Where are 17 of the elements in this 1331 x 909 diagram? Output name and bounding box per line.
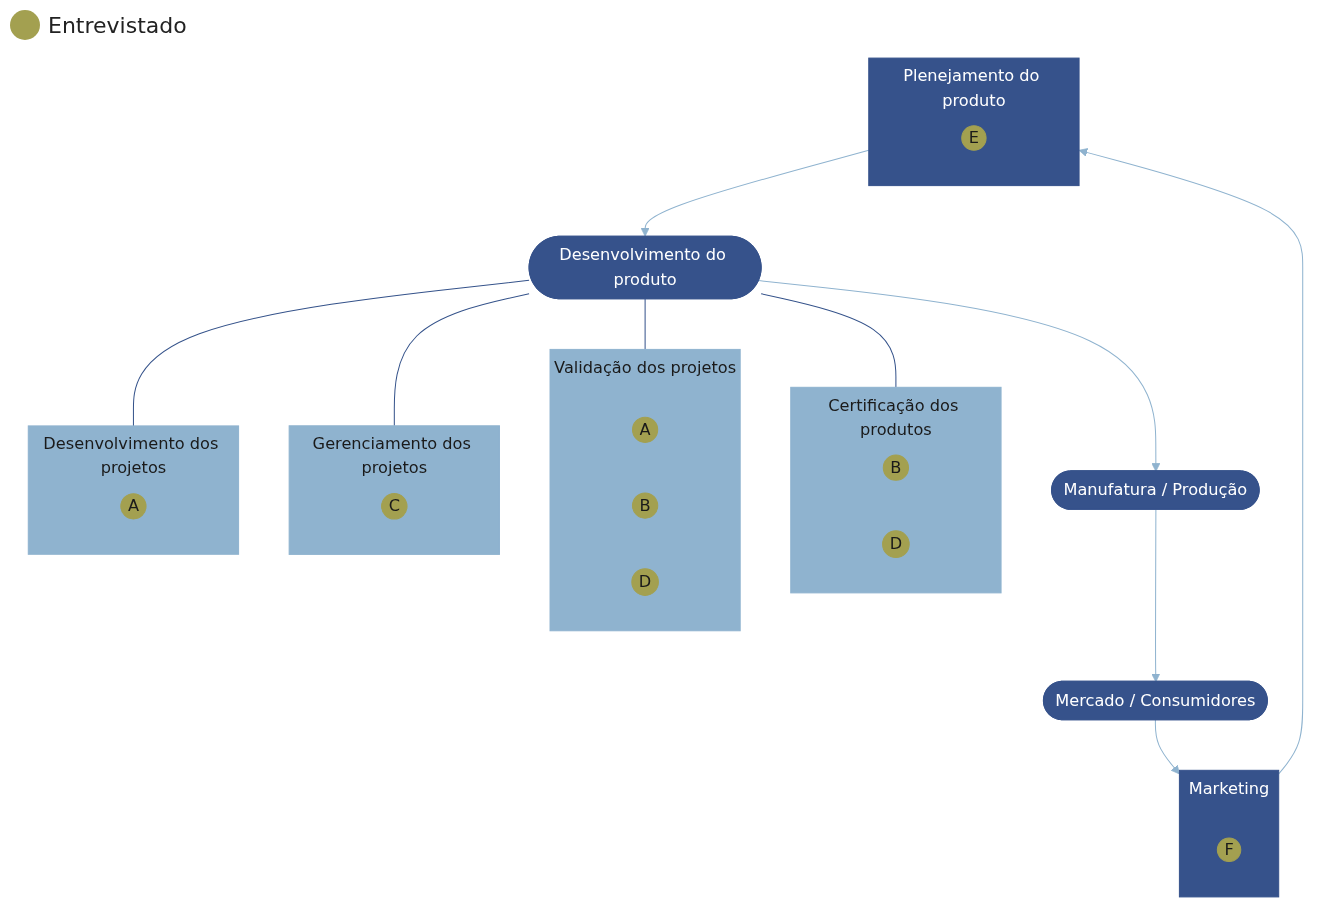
node-circle: A: [632, 416, 659, 443]
node-circle: D: [882, 530, 910, 558]
connector: [644, 298, 646, 350]
node-circle: B: [882, 454, 910, 481]
arrow: [1151, 509, 1161, 683]
node-circle: D: [631, 568, 659, 596]
connector: [393, 293, 530, 427]
node-circle: A: [120, 493, 147, 520]
connector: [760, 293, 897, 388]
node-circle: C: [381, 493, 408, 520]
arrow: [758, 280, 1161, 472]
node-circle: B: [631, 492, 659, 519]
connector: [132, 279, 530, 427]
node-circle: F: [1216, 837, 1242, 863]
node-circle: E: [961, 125, 987, 151]
arrow: [1154, 719, 1180, 775]
legend-label: Entrevistado: [48, 12, 187, 38]
